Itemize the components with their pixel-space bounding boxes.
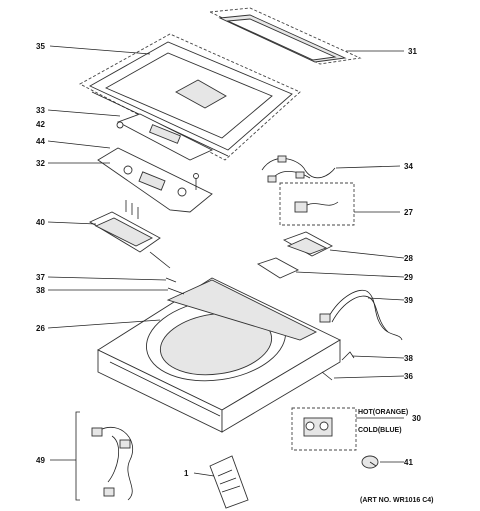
part-30-water-valve (291, 407, 357, 451)
art-number: (ART NO. WR1016 C4) (360, 497, 434, 504)
label-39: 39 (404, 296, 413, 305)
label-33: 33 (36, 106, 45, 115)
part-35-lid-assembly (79, 33, 301, 161)
part-26-cabinet-top (97, 277, 341, 433)
label-26: 26 (36, 324, 45, 333)
label-38-right: 38 (404, 354, 413, 363)
part-29-dispenser-cup (256, 257, 300, 279)
part-36-screw (321, 371, 333, 381)
label-29: 29 (404, 273, 413, 282)
part-41-knob (361, 455, 379, 469)
part-38-pin-left (167, 287, 185, 295)
label-27: 27 (404, 208, 413, 217)
label-41: 41 (404, 458, 413, 467)
label-49: 49 (36, 456, 45, 465)
label-40: 40 (36, 218, 45, 227)
part-34-wire-harness (261, 155, 336, 183)
part-37-pin (165, 277, 177, 283)
label-cold-blue: COLD(BLUE) (358, 427, 402, 434)
part-40-control-board (89, 200, 171, 269)
label-35: 35 (36, 42, 45, 51)
label-31: 31 (408, 47, 417, 56)
label-32: 32 (36, 159, 45, 168)
part-49-wiring (75, 411, 133, 501)
part-31-rear-panel (208, 7, 362, 65)
part-1-manual (209, 455, 249, 509)
leader-lines (47, 45, 405, 477)
part-39-hose (319, 290, 403, 341)
part-28-dispenser (282, 231, 333, 257)
part-32-control-panel (97, 147, 213, 213)
label-38-left: 38 (36, 286, 45, 295)
label-hot-orange: HOT(ORANGE) (358, 409, 408, 416)
label-42: 42 (36, 120, 45, 129)
label-36: 36 (404, 372, 413, 381)
label-30: 30 (412, 414, 421, 423)
part-27-pressure-switch (279, 182, 355, 226)
part-33-control-insert (116, 113, 214, 161)
label-37: 37 (36, 273, 45, 282)
label-28: 28 (404, 254, 413, 263)
label-34: 34 (404, 162, 413, 171)
label-44: 44 (36, 137, 45, 146)
label-1: 1 (184, 469, 189, 478)
